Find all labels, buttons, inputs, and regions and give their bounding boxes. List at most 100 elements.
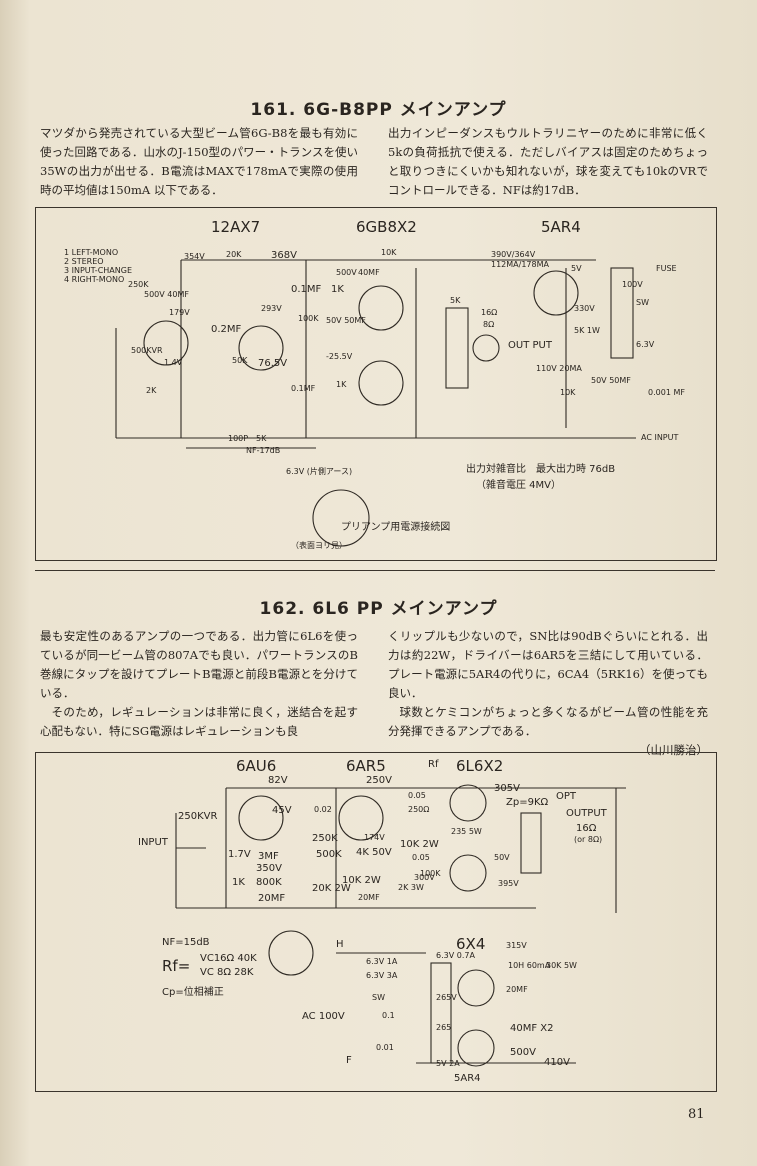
component-label: 2K: [146, 386, 157, 395]
tube-label-5ar4: 5AR4: [541, 218, 581, 236]
volume-control-label: 250KVR: [178, 811, 218, 822]
component-label: 0.05: [412, 853, 430, 862]
tube-6l6-a: [449, 784, 487, 822]
component-label: 0.1MF: [291, 384, 316, 393]
component-label: 45V: [272, 805, 292, 816]
rf-value-16: VC16Ω 40K: [200, 953, 257, 964]
tube-12ax7-b: [238, 325, 284, 371]
component-label: 500V 40MF: [144, 290, 189, 299]
component-label: 305V: [494, 783, 520, 794]
component-label: 20MF: [258, 893, 286, 904]
ac-input-label: AC INPUT: [641, 433, 679, 442]
schematic-6l6-pp: 6AU6 6AR5 6L6X2 6X4 5AR4 82V 250V Rf 305…: [35, 752, 717, 1092]
article-162-title: 162. 6L6 PP メインアンプ: [259, 599, 498, 619]
component-label: 235 5W: [451, 827, 482, 836]
component-label: 16Ω: [576, 823, 597, 834]
page-number: 81: [688, 1107, 705, 1122]
component-label: 1K: [232, 877, 245, 888]
component-label: 265: [436, 1023, 452, 1032]
socket-caption: プリアンプ用電源接続図: [341, 522, 451, 533]
noise-voltage-note: （雑音電圧 4MV）: [476, 480, 562, 491]
tube-6au6: [238, 795, 284, 841]
component-label: 395V: [498, 879, 519, 888]
schematic-wiring: [115, 259, 636, 547]
component-label: 100K: [420, 869, 441, 878]
feedback-resistor-label: Rf: [428, 759, 439, 770]
component-label: H: [336, 939, 344, 950]
component-label: 6.3V: [636, 340, 655, 349]
input-selector-1: 1 LEFT-MONO: [64, 248, 119, 257]
tube-6x4: [457, 969, 495, 1007]
component-label: 500K: [316, 849, 342, 860]
choke-label: 10H 60mA: [508, 961, 551, 970]
input-selector-4: 4 RIGHT-MONO: [64, 275, 125, 284]
component-label: 250V: [366, 775, 392, 786]
ac-label: AC 100V: [302, 1011, 345, 1022]
output-label: OUTPUT: [566, 808, 607, 819]
component-label: 250K: [312, 833, 338, 844]
component-label: 0.2MF: [211, 324, 242, 335]
component-label: 174V: [364, 833, 385, 842]
rf-label: Rf=: [162, 957, 191, 975]
component-label: Zp=9KΩ: [506, 797, 549, 808]
input-selector-3: 3 INPUT-CHANGE: [64, 266, 133, 275]
component-label: 368V: [271, 250, 297, 261]
component-label: 16Ω: [481, 308, 498, 317]
article-162-left-column: 最も安定性のあるアンプの一つである．出力管に6L6を使っているが同一ビーム管の8…: [40, 627, 358, 741]
component-label: 6.3V 3A: [366, 971, 398, 980]
component-label: 0.01: [376, 1043, 394, 1052]
component-label: 76.5V: [258, 358, 288, 369]
article-162-paragraph-3: くリップルも少ないので，SN比は90dBぐらいにとれる．出力は約22W，ドライバ…: [388, 629, 708, 700]
component-label: 6.3V 1A: [366, 957, 398, 966]
component-label: FUSE: [656, 264, 677, 273]
tube-5ar4-2: [457, 1029, 495, 1067]
tube-6ar5: [338, 795, 384, 841]
socket-view-note: （表面ヨリ見）: [291, 541, 347, 550]
noise-ratio-note: 出力対雑音比 最大出力時 76dB: [466, 464, 616, 475]
component-label: 293V: [261, 304, 282, 313]
input-selector-2: 2 STEREO: [64, 257, 104, 266]
article-162-paragraph-1: 最も安定性のあるアンプの一つである．出力管に6L6を使っているが同一ビーム管の8…: [40, 629, 358, 700]
component-label: 500V: [510, 1047, 536, 1058]
article-161-right-column: 出力インピーダンスもウルトラリニヤーのために非常に低く5kの負荷抵抗で使える．た…: [388, 124, 708, 200]
component-label: 500V: [336, 268, 357, 277]
component-label: OPT: [556, 791, 577, 802]
nf-label: NF-17dB: [246, 446, 281, 455]
component-label: 50V: [494, 853, 510, 862]
component-label: 82V: [268, 775, 288, 786]
component-label: 250K: [128, 280, 149, 289]
tube-label-12ax7: 12AX7: [211, 218, 261, 236]
article-161-title: 161. 6G-B8PP メインアンプ: [250, 100, 507, 120]
component-label: 10K: [560, 388, 576, 397]
component-label: 3MF: [258, 851, 279, 862]
component-label: 10K 2W: [400, 839, 439, 850]
component-label: 250Ω: [408, 805, 430, 814]
tube-5ar4: [533, 270, 579, 316]
component-label: SW: [636, 298, 649, 307]
socket-diagram: [312, 489, 370, 547]
component-label: 1K: [336, 380, 347, 389]
component-label: 330V: [574, 304, 595, 313]
component-label: 1.4V: [164, 358, 183, 367]
input-label: INPUT: [138, 837, 168, 848]
component-label: 40MF X2: [510, 1023, 554, 1034]
component-label: 4K 50V: [356, 847, 392, 858]
component-label: 20K: [226, 250, 242, 259]
component-label: 100V: [622, 280, 643, 289]
tube-label-5ar4-2: 5AR4: [454, 1073, 481, 1084]
component-label: 5V 2A: [436, 1059, 460, 1068]
schematic-wiring-2: [175, 784, 626, 1067]
component-label: 50K: [232, 356, 248, 365]
article-162-right-column: くリップルも少ないので，SN比は90dBぐらいにとれる．出力は約22W，ドライバ…: [388, 627, 708, 760]
socket-heater-label: 6.3V (片側アース): [286, 467, 353, 476]
component-label: 30K 5W: [546, 961, 577, 970]
article-161-paragraph: マツダから発売されている大型ビーム管6G-B8を最も有効に使った回路である．山水…: [40, 126, 358, 197]
tube-label-6x4: 6X4: [456, 935, 486, 953]
nf-spec: NF=15dB: [162, 937, 210, 948]
component-label: 40MF: [358, 268, 380, 277]
tube-6gb8-b: [358, 360, 404, 406]
component-label: 6.3V 0.7A: [436, 951, 475, 960]
article-162-paragraph-4: 球数とケミコンがちょっと多くなるがビーム管の性能を充分発揮できるアンプである．: [388, 705, 708, 738]
component-label: 354V: [184, 252, 205, 261]
